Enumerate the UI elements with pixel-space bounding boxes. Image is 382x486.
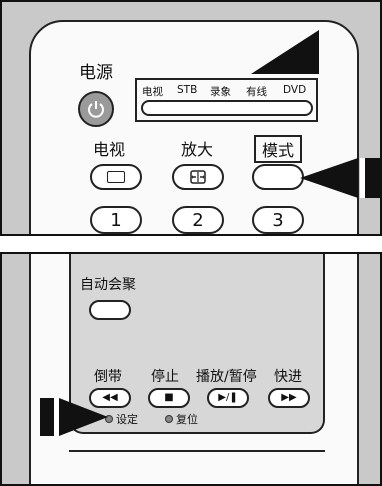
reset-indicator-dot[interactable] [165, 415, 173, 423]
auto-convergence-button[interactable] [89, 300, 131, 320]
power-button[interactable] [78, 91, 114, 127]
fast-forward-label: 快进 [274, 369, 302, 385]
mode-stb-label: STB [177, 84, 198, 96]
zoom-label: 放大 [181, 140, 214, 159]
zoom-button[interactable] [172, 164, 224, 190]
mode-button[interactable] [252, 164, 304, 190]
number-2-button[interactable]: 2 [172, 206, 224, 234]
number-3-button[interactable]: 3 [252, 206, 304, 234]
divider-line [69, 450, 325, 452]
pointer-arrow-icon [251, 30, 319, 74]
set-indicator-dot[interactable] [105, 415, 113, 423]
mode-dvd-label: DVD [283, 84, 307, 96]
set-pointer-arrow-icon [40, 398, 108, 436]
zoom-icon [190, 170, 206, 184]
fast-forward-button[interactable]: ▶▶ [268, 388, 310, 408]
play-pause-button[interactable]: ▶/❚ [207, 388, 249, 408]
mode-pointer-arrow-icon [300, 158, 380, 198]
auto-convergence-label: 自动会聚 [80, 277, 136, 293]
play-pause-label: 播放/暂停 [196, 369, 257, 385]
rewind-button[interactable]: ◀◀ [89, 388, 131, 408]
rewind-label: 倒带 [94, 369, 122, 385]
power-label: 电源 [79, 63, 113, 83]
mode-label: 模式 [254, 135, 303, 163]
reset-label: 复位 [176, 413, 198, 426]
mode-vcr-label: 录象 [210, 86, 231, 98]
set-label: 设定 [116, 413, 138, 426]
tv-screen-icon [107, 171, 125, 183]
power-icon [88, 101, 104, 118]
tv-button[interactable] [90, 164, 142, 190]
mode-cable-label: 有线 [246, 86, 267, 98]
stop-button[interactable]: ■ [148, 388, 190, 408]
tv-label: 电视 [93, 140, 126, 159]
mode-indicator-slot [141, 100, 313, 116]
top-illustration-panel: 电源 电视 STB 录象 有线 DVD 电视 放大 模式 1 [0, 0, 382, 236]
stop-label: 停止 [151, 369, 179, 385]
bottom-illustration-panel: 自动会聚 倒带 停止 播放/暂停 快进 ◀◀ ■ ▶/❚ ▶▶ 设定 复位 [0, 252, 382, 486]
number-1-button[interactable]: 1 [90, 206, 142, 234]
mode-tv-label: 电视 [142, 86, 163, 98]
